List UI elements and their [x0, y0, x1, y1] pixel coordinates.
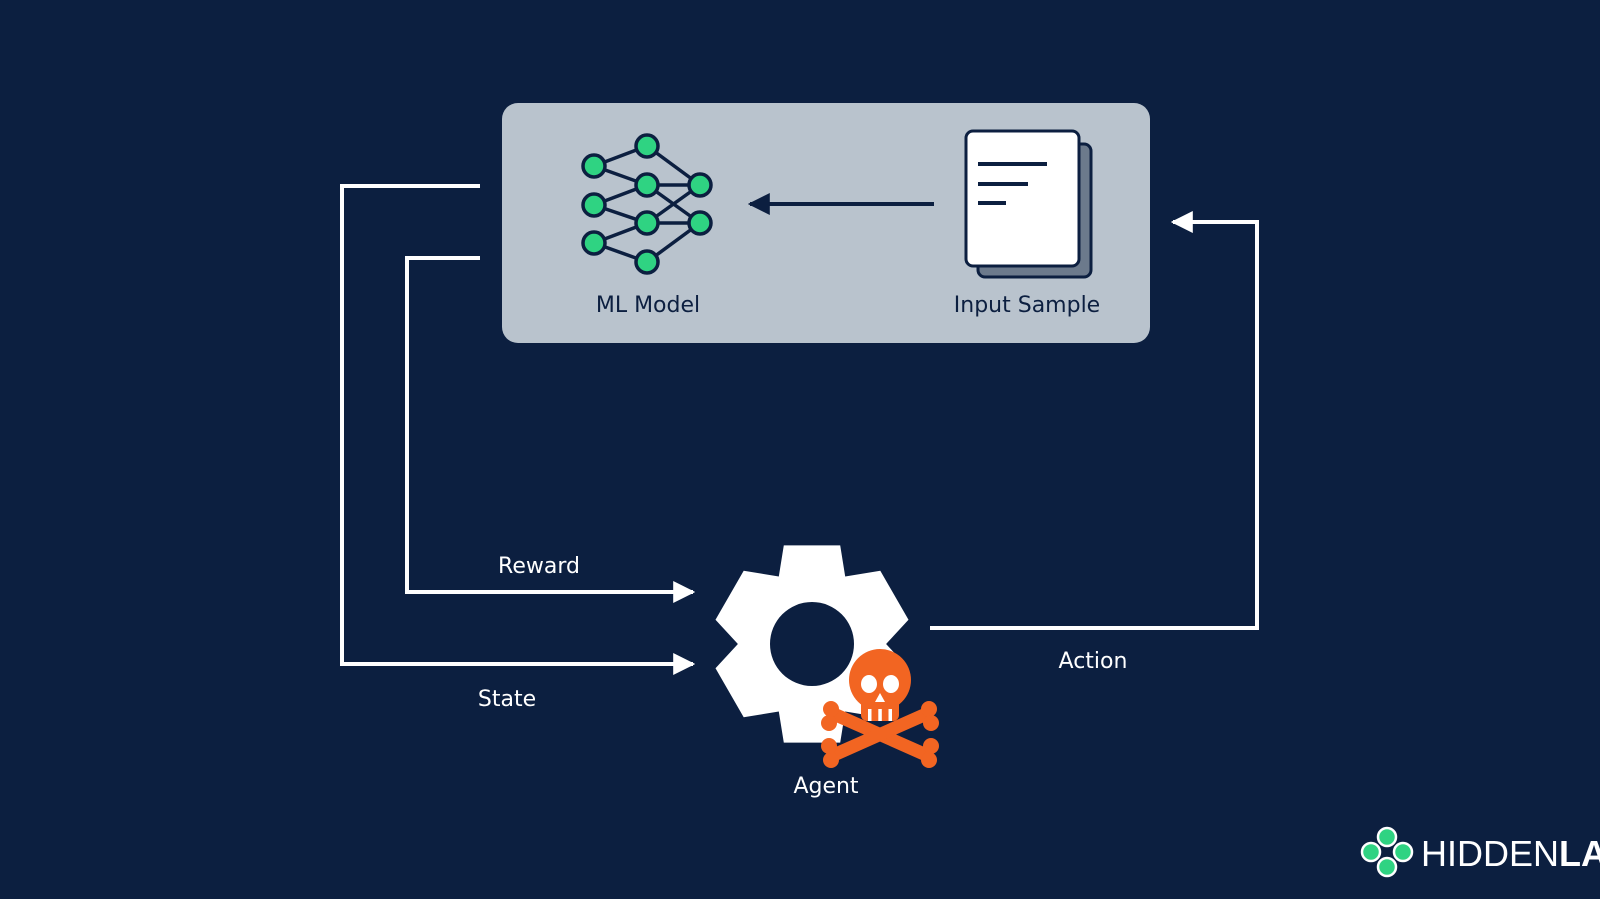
state-label: State — [478, 687, 536, 712]
neural-network-icon — [581, 133, 713, 275]
logo-text-layer: LAYER — [1559, 833, 1600, 874]
reward-arrow — [405, 256, 696, 603]
reward-label: Reward — [498, 554, 580, 579]
input-sample-label: Input Sample — [954, 293, 1100, 318]
document-icon — [964, 129, 1093, 279]
action-arrow — [930, 211, 1259, 630]
state-arrow — [340, 184, 696, 675]
action-label: Action — [1059, 649, 1128, 674]
hiddenlayer-logo-text: HIDDENLAYER — [1421, 833, 1600, 874]
hiddenlayer-logo-icon — [1360, 826, 1414, 878]
logo-text-hidden: HIDDEN — [1421, 833, 1559, 874]
skull-crossbones-icon — [821, 649, 939, 768]
agent-label: Agent — [793, 774, 858, 799]
ml-model-label: ML Model — [596, 293, 700, 318]
